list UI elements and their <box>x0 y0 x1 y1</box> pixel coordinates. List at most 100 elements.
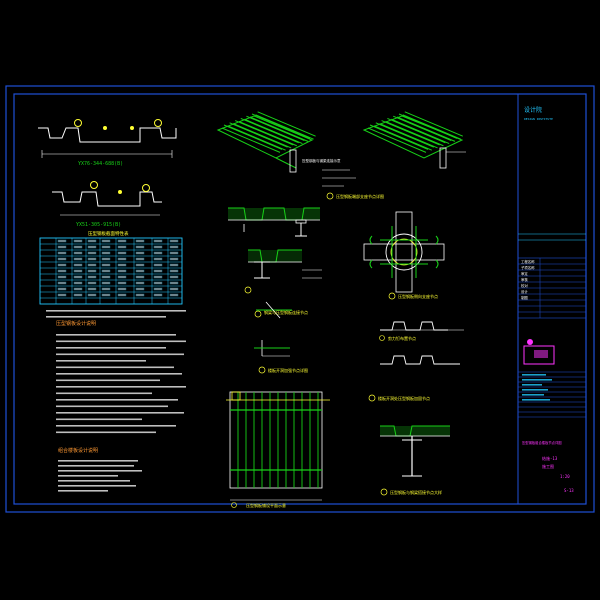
table-cell-mark <box>73 281 83 285</box>
tb-field-mark <box>522 394 544 396</box>
deck-rib <box>255 114 314 140</box>
note-line <box>56 360 146 362</box>
table-cell-mark <box>87 251 97 255</box>
deck-rib <box>381 120 440 146</box>
tb-field-mark <box>522 374 546 376</box>
iso-annotations <box>322 169 356 187</box>
tb-row-label: 审核 <box>521 277 528 282</box>
note-line <box>56 334 176 336</box>
deck-rib <box>251 113 311 139</box>
table-cell-mark <box>101 239 111 243</box>
company-name: 设计院 <box>524 106 542 114</box>
deck-rib <box>404 111 463 137</box>
table-cell-mark <box>117 251 127 255</box>
table-cell-mark <box>117 293 127 297</box>
tb-field-mark <box>522 399 550 401</box>
table-cell-mark <box>101 275 111 279</box>
note-line <box>58 470 142 472</box>
table-cell-mark <box>87 263 97 267</box>
column-opening-detail: 压型钢板侧向支座节点 <box>363 211 445 300</box>
note-line <box>56 392 152 395</box>
deck-rib <box>223 124 283 150</box>
note-line <box>58 485 136 487</box>
tb-row-label: 审定 <box>521 271 528 276</box>
table-cell-mark <box>57 263 67 267</box>
deck-rib <box>233 123 292 149</box>
table-cell-mark <box>73 257 83 261</box>
table-cell-mark <box>153 263 163 267</box>
table-cell-mark <box>57 257 67 261</box>
table-cell-mark <box>169 245 179 249</box>
table-cell-mark <box>73 263 83 267</box>
profile-bottom: YX51-305-915(B) <box>52 181 162 228</box>
right-profile-2: 楼板开洞处压型钢板加固节点 <box>368 355 460 402</box>
table-cell-mark <box>153 251 163 255</box>
deck-rib <box>369 124 429 150</box>
table-cell-mark <box>87 245 97 249</box>
note-line <box>58 475 118 477</box>
table-cell-mark <box>73 275 83 279</box>
deck-rib <box>238 120 297 147</box>
table-cell-mark <box>101 251 111 255</box>
deck-rib <box>221 127 281 153</box>
deck-rib <box>246 115 305 142</box>
table-cell-mark <box>153 275 163 279</box>
plan-title: 压型钢板铺设平面示意 <box>246 502 286 508</box>
table-cell-mark <box>153 245 163 249</box>
tb-row-label: 子项名称 <box>521 265 535 270</box>
detail-e-label: 剪力钉布置节点 <box>388 335 416 341</box>
table-cell-mark <box>153 239 163 243</box>
table-cell-mark <box>135 263 145 267</box>
detail-d-label: 压型钢板侧向支座节点 <box>398 293 438 299</box>
tb-row-label: 工程名称 <box>521 259 535 264</box>
deck-rib <box>391 118 450 145</box>
deck-rib <box>396 116 456 142</box>
design-notes: 压型钢板设计说明 组合楼板设计说明 <box>46 310 186 492</box>
profile-top-label: YX76-344-688(B) <box>78 161 123 167</box>
table-cell-mark <box>101 293 111 297</box>
table-cell-mark <box>135 245 145 249</box>
deck-rib <box>402 114 461 140</box>
note-line <box>56 353 184 356</box>
note-line <box>56 366 174 369</box>
table-cell-mark <box>101 281 111 285</box>
table-cell-mark <box>117 245 127 249</box>
table-cell-mark <box>101 287 111 291</box>
deck-rib <box>387 117 446 144</box>
table-cell-mark <box>169 287 179 291</box>
tb-field-mark <box>522 379 552 381</box>
note-line <box>56 373 182 375</box>
table-cell-mark <box>73 287 83 291</box>
deck-rib <box>379 123 438 149</box>
beam-section-2 <box>244 249 322 294</box>
detail-a-label: 压型钢板端部支座节点详图 <box>336 193 384 199</box>
table-cell-mark <box>73 269 83 273</box>
table-cell-mark <box>169 269 179 273</box>
table-cell-mark <box>135 239 145 243</box>
hanger-sketch: 楼板开洞加强节点详图 <box>254 340 308 374</box>
note-line <box>56 347 166 349</box>
table-cell-mark <box>57 269 67 273</box>
note-line <box>56 412 184 414</box>
table-cell-mark <box>117 287 127 291</box>
table-cell-mark <box>153 257 163 261</box>
tb-row-label: 设计 <box>521 289 528 294</box>
deck-rib <box>398 113 458 139</box>
note-line <box>56 386 186 388</box>
deck-rib <box>235 120 294 146</box>
drawing-name: 压型钢板组合楼板节点详图 <box>522 440 562 445</box>
table-cell-mark <box>117 257 127 261</box>
table-cell-mark <box>153 293 163 297</box>
note-line <box>58 460 138 462</box>
table-cell-mark <box>153 287 163 291</box>
table-cell-mark <box>73 251 83 255</box>
table-cell-mark <box>101 257 111 261</box>
bottom-right-beam: 压型钢板与钢梁搭接节点大样 <box>380 425 450 496</box>
outer-frame <box>5 85 595 513</box>
table-cell-mark <box>87 281 97 285</box>
table-cell-mark <box>73 245 83 249</box>
deck-rib <box>257 111 316 137</box>
note-line <box>56 418 142 421</box>
table-cell-mark <box>169 257 179 261</box>
table-cell-mark <box>57 293 67 297</box>
